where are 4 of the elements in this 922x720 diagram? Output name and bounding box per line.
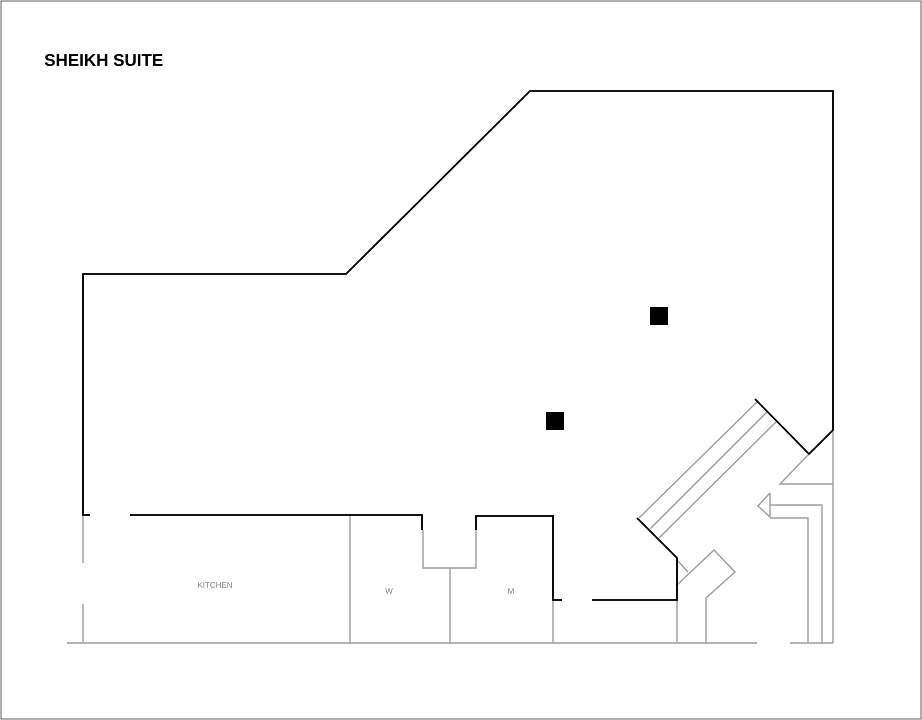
title: SHEIKH SUITE xyxy=(44,54,163,66)
room-label: M xyxy=(508,588,514,594)
room-label: W xyxy=(385,588,393,594)
room-label: KITCHEN xyxy=(198,582,232,588)
